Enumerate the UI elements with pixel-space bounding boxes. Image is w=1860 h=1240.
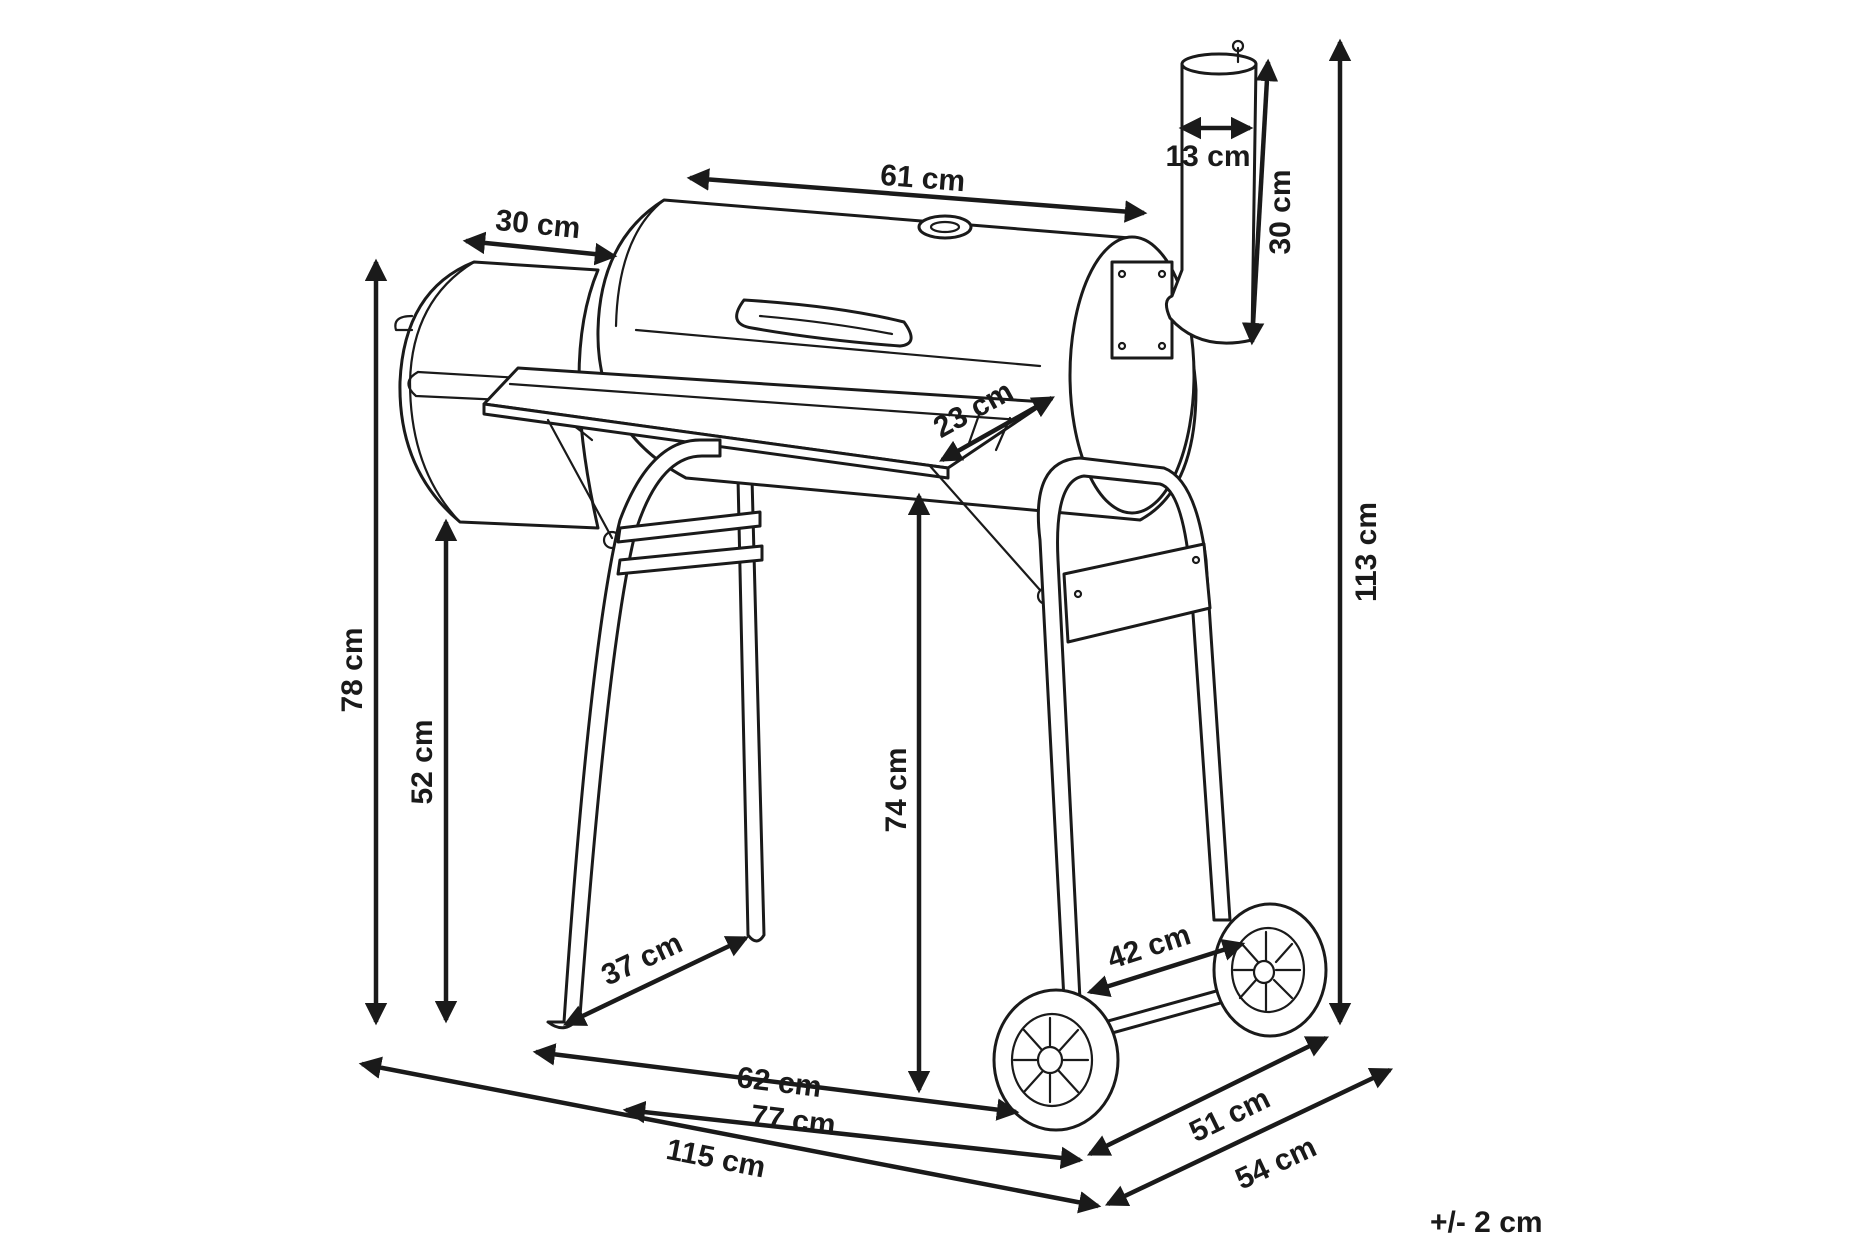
dim-label-leg-span: 62 cm [735, 1061, 823, 1104]
dim-label-shelf-height: 74 cm [880, 747, 913, 832]
dim-label-main-chamber-length: 61 cm [879, 159, 966, 198]
dim-label-leg-depth-left: 37 cm [596, 926, 687, 992]
dim-label-wheel-depth: 51 cm [1184, 1082, 1275, 1149]
dim-label-total-height: 113 cm [1350, 502, 1383, 602]
dim-label-firebox-length: 30 cm [494, 204, 582, 245]
dim-arrow-shelf-depth [939, 396, 1055, 462]
smoker-drawing [394, 39, 1328, 1132]
dimension-arrows [358, 38, 1394, 1214]
lid-vent [917, 214, 973, 240]
chimney [1165, 39, 1258, 345]
front-wheel [992, 988, 1120, 1132]
dim-arrow-firebox-length [462, 231, 618, 266]
dim-label-axle-width: 42 cm [1104, 918, 1195, 976]
dim-arrow-total-width [358, 1056, 1102, 1214]
dim-label-chamber-base-width: 77 cm [749, 1099, 837, 1142]
dim-arrow-chimney-height [1241, 58, 1279, 346]
dim-arrow-main-chamber-length [686, 168, 1148, 223]
chimney-bracket [1110, 260, 1174, 360]
dim-arrow-axle-width [1086, 939, 1246, 997]
rear-leg-left [736, 476, 766, 943]
dim-arrow-leg-depth-left [562, 935, 750, 1027]
dim-label-chimney-diameter: 13 cm [1165, 140, 1250, 173]
dim-label-firebox-top-height: 78 cm [336, 627, 369, 712]
firebox-handle [394, 314, 414, 332]
dim-label-chimney-height: 30 cm [1264, 169, 1297, 254]
dim-arrow-total-depth [1104, 1067, 1394, 1207]
side-panel [1062, 542, 1212, 644]
dim-label-firebox-bottom-height: 52 cm [406, 719, 439, 804]
tolerance-note: +/- 2 cm [1430, 1206, 1543, 1239]
rear-wheel [1212, 902, 1328, 1038]
